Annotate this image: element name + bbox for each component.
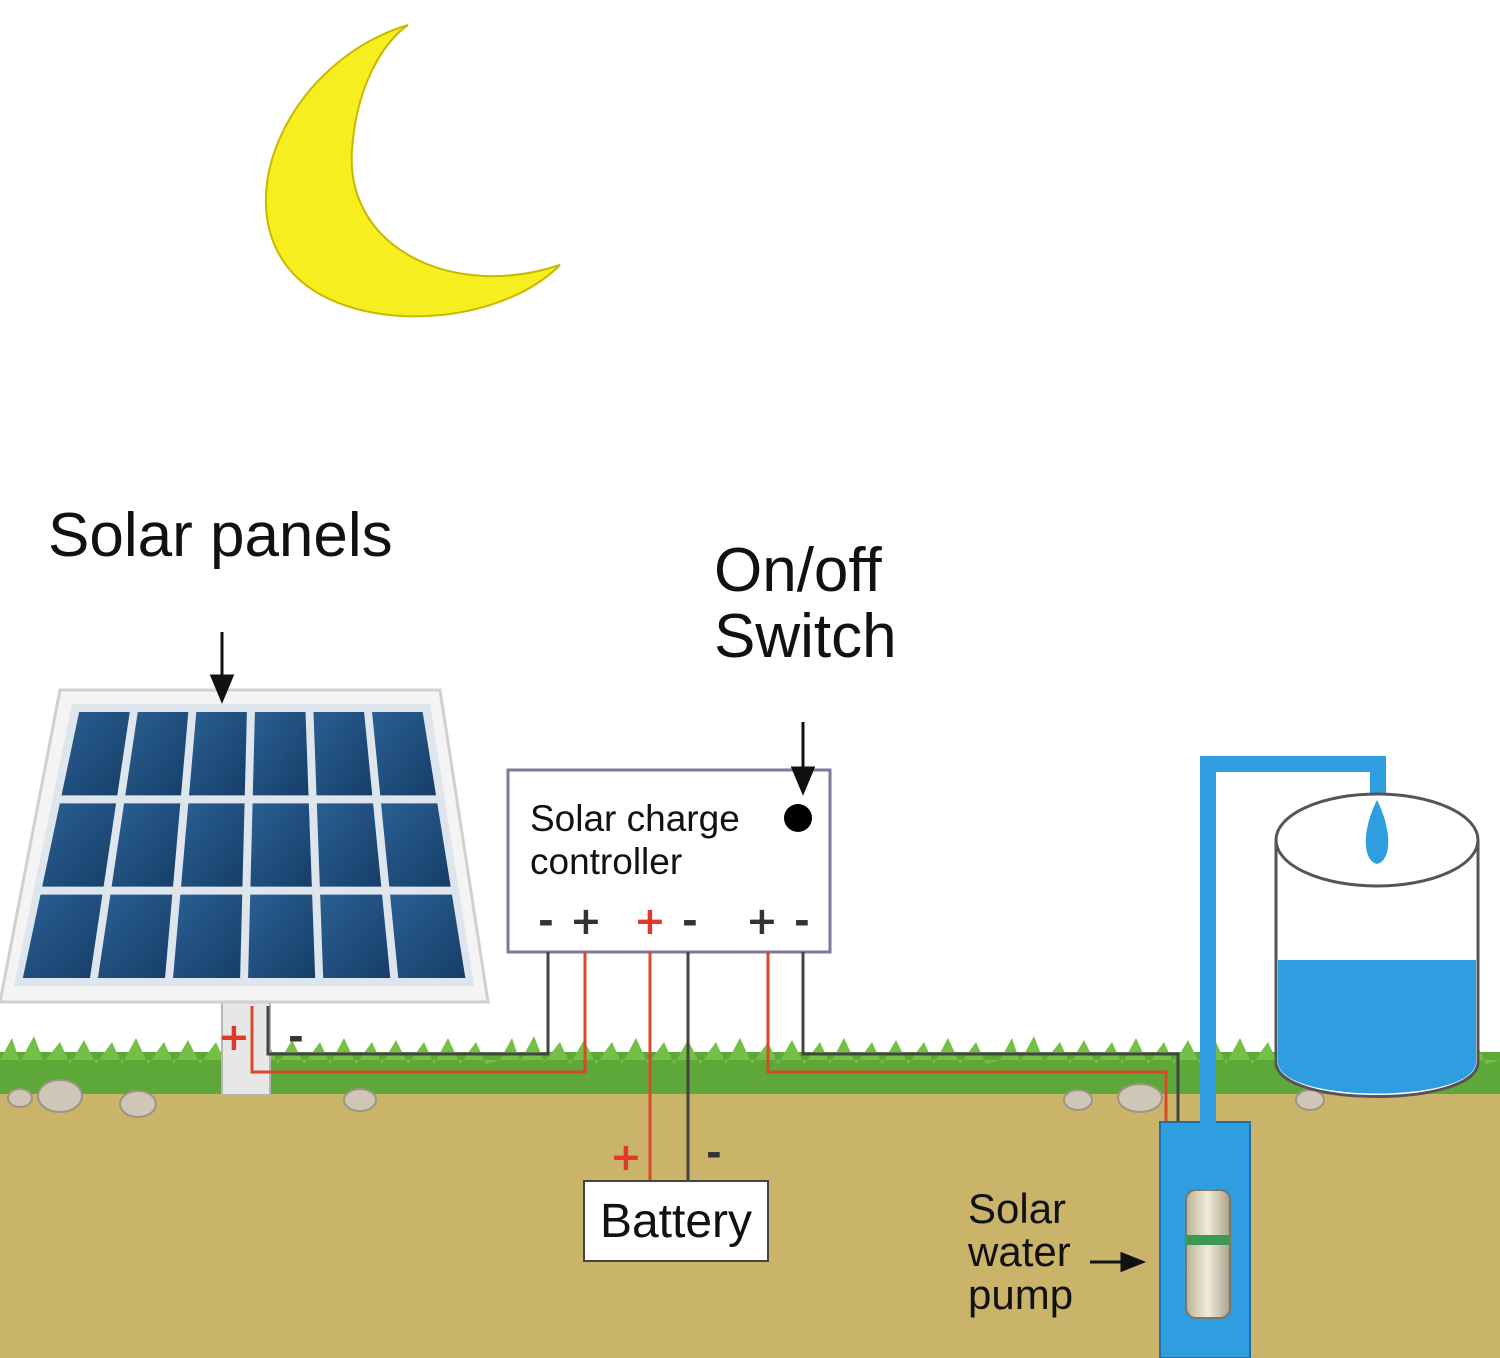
crescent-moon-icon — [264, 24, 561, 318]
on-off-switch-button[interactable] — [784, 804, 812, 832]
solar-cell — [61, 712, 130, 796]
controller-terminal-panel-negative: - — [538, 899, 554, 943]
controller-terminal-load-positive: + — [746, 899, 778, 943]
battery-box: Battery — [583, 1180, 769, 1262]
controller-terminal-battery-negative: - — [682, 899, 698, 943]
solar-cell — [313, 712, 373, 796]
solar-cell — [173, 894, 243, 978]
solar-cell — [181, 803, 245, 887]
panel-terminal-negative: - — [288, 1015, 304, 1059]
solar-cell — [390, 894, 466, 978]
charge-controller-box — [506, 768, 832, 954]
pump-label-line1: Solar — [968, 1185, 1067, 1232]
solar-panels-label: Solar panels — [48, 501, 393, 570]
solar-cell — [42, 803, 117, 887]
battery-terminal-positive: + — [610, 1135, 642, 1179]
panel-terminal-positive: + — [218, 1015, 250, 1059]
pump-label-line2: water — [968, 1228, 1071, 1275]
battery-terminal-negative: - — [706, 1131, 722, 1175]
pump-label-line3: pump — [968, 1271, 1074, 1318]
solar-cell — [97, 894, 173, 978]
controller-label-line2: controller — [530, 841, 683, 882]
water-pipe — [1200, 756, 1386, 1190]
solar-cell — [250, 803, 312, 887]
water-pump-icon — [1185, 1189, 1231, 1319]
solar-cell — [111, 803, 181, 887]
solar-cell — [22, 894, 103, 978]
battery-label: Battery — [599, 1194, 753, 1248]
pebbles — [7, 1079, 1325, 1118]
water-tank — [1274, 792, 1480, 1098]
solar-cell — [320, 894, 391, 978]
solar-cell — [252, 712, 309, 796]
switch-label-line1: On/off — [714, 536, 882, 605]
arrows — [209, 632, 1147, 1273]
solar-cell — [125, 712, 189, 796]
solar-cell — [248, 894, 316, 978]
panel-stand — [221, 994, 271, 1096]
controller-terminal-load-negative: - — [794, 899, 810, 943]
solar-cell — [372, 712, 437, 796]
switch-label-line2: Switch — [714, 602, 897, 671]
controller-label-line1: Solar charge — [530, 798, 740, 839]
solar-cell — [189, 712, 247, 796]
controller-terminal-battery-positive: + — [634, 899, 666, 943]
solar-panel — [0, 688, 490, 1004]
solar-cell — [316, 803, 382, 887]
solar-cell — [381, 803, 451, 887]
controller-terminal-panel-positive: + — [570, 899, 602, 943]
